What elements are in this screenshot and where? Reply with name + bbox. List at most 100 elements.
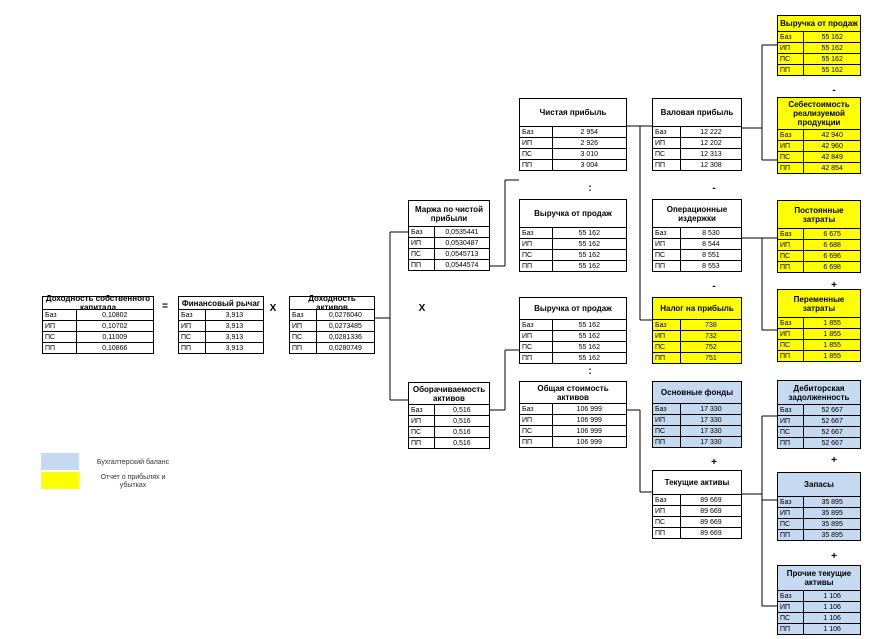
node-title: Чистая прибыль <box>520 99 626 127</box>
scenario-label: Баз <box>653 228 681 239</box>
scenario-value: 3 004 <box>551 159 626 170</box>
scenario-value: 0,0281336 <box>315 331 374 343</box>
scenario-value: 55 162 <box>803 32 860 43</box>
op-multiply-1: X <box>269 303 277 314</box>
scenario-value: 106 999 <box>551 425 626 437</box>
node-title: Запасы <box>778 473 860 497</box>
scenario-label: ПП <box>778 261 805 272</box>
scenario-value: 3,913 <box>204 342 263 353</box>
scenario-label: ИП <box>778 507 805 519</box>
node-title: Прочие текущие активы <box>778 566 860 591</box>
scenario-label: ИП <box>520 330 553 342</box>
scenario-label: ИП <box>653 505 681 517</box>
scenario-value: 55 162 <box>551 249 626 261</box>
scenario-label: ПП <box>778 64 805 75</box>
scenario-label: ПС <box>778 518 805 530</box>
scenario-label: Баз <box>653 320 681 331</box>
scenario-label: ПС <box>778 339 805 351</box>
scenario-value: 1 855 <box>803 318 860 329</box>
scenario-value: 52 667 <box>803 426 860 438</box>
scenario-value: 89 669 <box>679 516 741 528</box>
node-title: Доходность собственного капитала <box>43 294 153 312</box>
scenario-value: 8 551 <box>679 249 741 261</box>
scenario-value: 17 330 <box>679 436 741 447</box>
scenario-value: 1 106 <box>803 591 860 602</box>
op-plus-1: + <box>831 280 837 291</box>
scenario-value: 751 <box>679 352 741 363</box>
scenario-value: 42 854 <box>803 162 860 173</box>
scenario-value: 35 895 <box>803 529 860 540</box>
scenario-value: 0,516 <box>433 437 489 448</box>
scenario-label: ПС <box>778 151 805 163</box>
scenario-label: ИП <box>43 320 77 332</box>
scenario-label: ПП <box>290 342 317 353</box>
scenario-label: ПП <box>778 162 805 173</box>
scenario-label: ИП <box>520 137 553 149</box>
scenario-label: Баз <box>653 495 681 506</box>
scenario-label: ПС <box>409 248 435 260</box>
node-title: Маржа по чистой прибыли <box>409 201 489 227</box>
scenario-label: ПС <box>409 426 435 438</box>
op-equals: = <box>162 301 168 312</box>
scenario-label: ПП <box>653 159 681 170</box>
scenario-label: ИП <box>653 330 681 342</box>
scenario-value: 1 106 <box>803 612 860 624</box>
scenario-value: 52 667 <box>803 437 860 448</box>
scenario-label: Баз <box>520 127 553 138</box>
scenario-value: 8 530 <box>679 228 741 239</box>
scenario-value: 1 106 <box>803 623 860 634</box>
node-title: Налог на прибыль <box>653 298 741 320</box>
scenario-label: ПС <box>290 331 317 343</box>
scenario-label: Баз <box>778 130 805 141</box>
scenario-label: ПП <box>520 436 553 447</box>
scenario-value: 17 330 <box>679 425 741 437</box>
scenario-value: 6 696 <box>803 250 860 262</box>
